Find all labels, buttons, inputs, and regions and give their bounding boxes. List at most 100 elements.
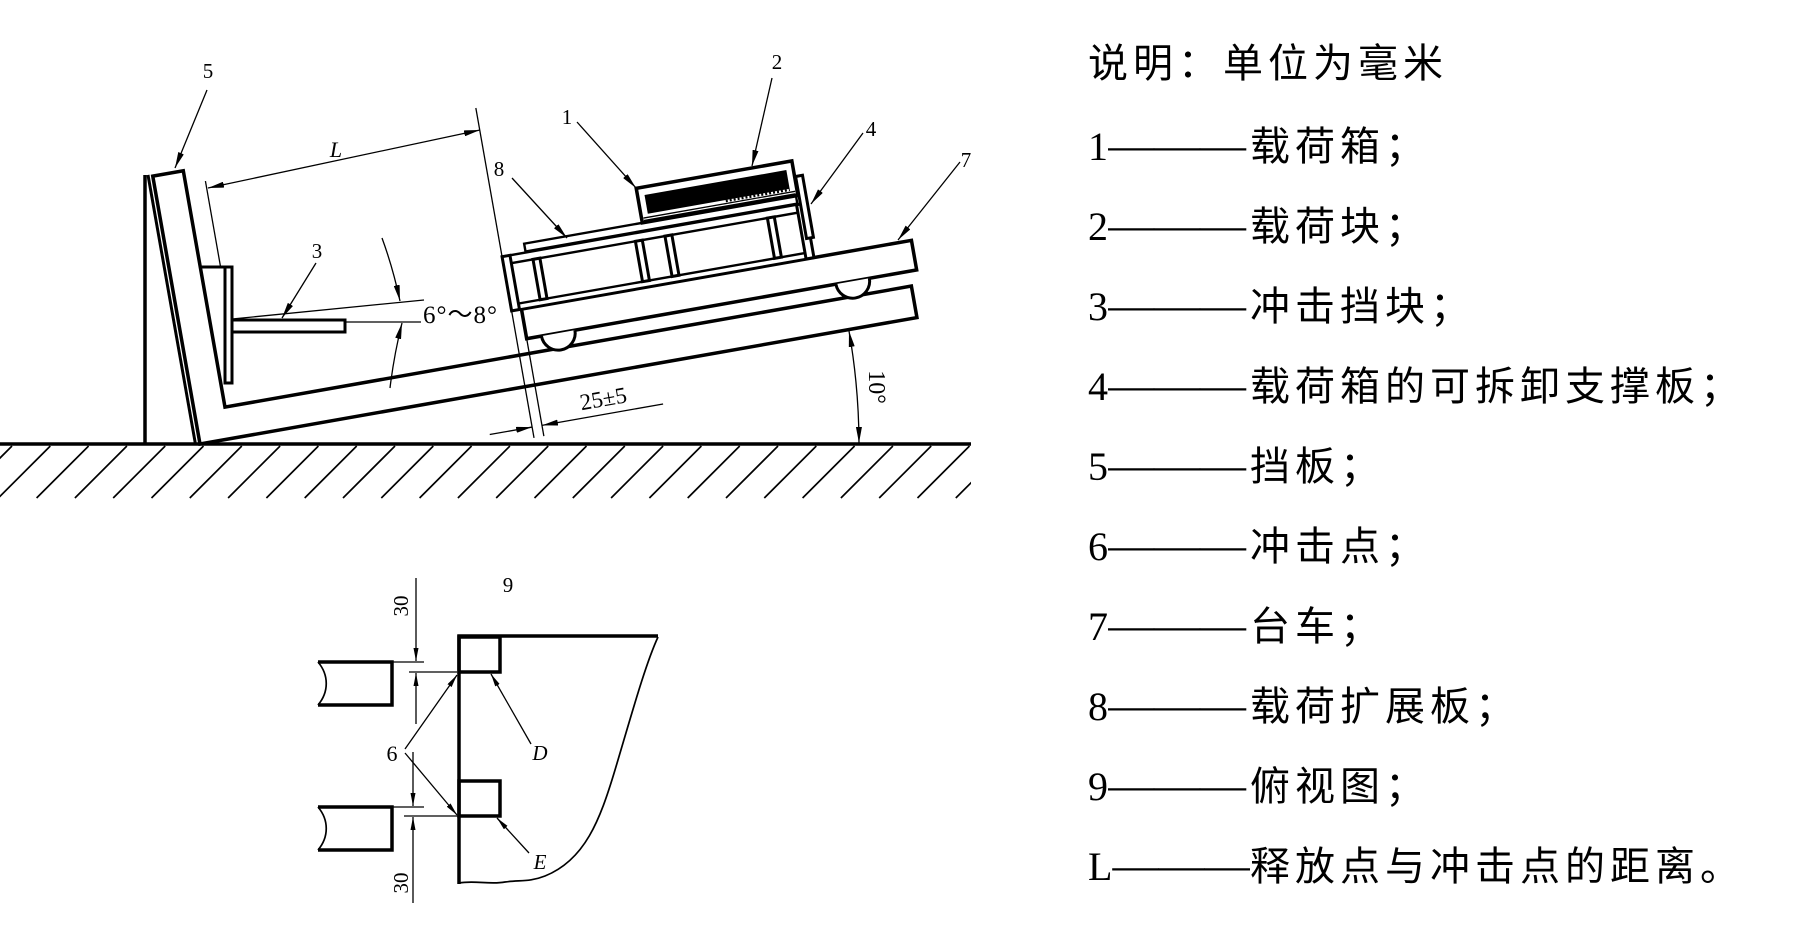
legend-item-text: 台车； [1250, 604, 1385, 649]
baffle-and-track [150, 168, 919, 447]
legend-item: 2——— 载荷块； [1088, 200, 1430, 250]
legend-item: 5——— 挡板； [1088, 440, 1385, 490]
legend-item-key: 1 [1088, 124, 1108, 169]
test-setup-drawing: 25±5 6°～8° L 10° 5 [0, 50, 1000, 903]
legend-item: 6——— 冲击点； [1088, 520, 1430, 570]
legend-item-key: 9 [1088, 764, 1108, 809]
corner-d-arrow [490, 673, 532, 745]
callout-trolley: 7 [961, 148, 972, 172]
hatch-line [112, 445, 166, 499]
legend-item-lead: 5——— [1088, 440, 1250, 492]
impact-block-top-view-upper [318, 660, 394, 707]
hatch-line [610, 445, 664, 499]
distance-dimension-line [207, 129, 481, 189]
leader-arrow [751, 77, 773, 167]
hatch-line [418, 445, 473, 499]
legend-item-lead: 6——— [1088, 520, 1250, 572]
load-box-inner-plate [643, 193, 796, 222]
legend-item-text: 挡板； [1250, 444, 1385, 489]
impact-point-arrow [404, 752, 458, 816]
hatch-line [648, 445, 703, 499]
legend-item-text: 冲击挡块； [1250, 284, 1475, 329]
ramp-angle-label: 10° [863, 370, 889, 404]
legend-item-separator: ——— [1108, 200, 1246, 250]
callout-load-extension-plate: 8 [494, 157, 505, 181]
frame-post [500, 253, 522, 313]
callout-load-box: 1 [562, 105, 573, 129]
callout-baffle: 5 [203, 59, 214, 83]
inclined-assembly: 25±5 [146, 107, 919, 447]
hatch-line [0, 445, 51, 498]
ramp-angle-arc [848, 330, 862, 444]
impact-point-extension-line [204, 180, 222, 267]
load-block-serration [725, 188, 791, 203]
support-plate [793, 173, 816, 241]
hatch-line [0, 445, 13, 460]
legend-item-key: 2 [1088, 204, 1108, 249]
hatch-line [955, 481, 971, 499]
angle-arrow-lower [389, 322, 403, 389]
legend-item-key: 5 [1088, 444, 1108, 489]
offset-bottom-label: 30 [389, 873, 413, 894]
part-callouts: 5 2 1 4 7 8 3 [174, 50, 972, 319]
frame-post [663, 233, 681, 279]
release-point-extension-line [475, 107, 503, 257]
callout-impact-block: 3 [312, 239, 323, 263]
legend-item: 3——— 冲击挡块； [1088, 280, 1475, 330]
legend-item-separator: ——— [1108, 440, 1246, 490]
legend-item-text: 释放点与冲击点的距离。 [1250, 844, 1745, 889]
legend-item-separator: ——— [1108, 680, 1246, 730]
hatch-line [74, 445, 128, 499]
legend-item-lead: L——— [1088, 840, 1250, 892]
impact-block [201, 265, 347, 385]
trolley-wheel-front [539, 329, 577, 352]
trolley-wheel-rear [834, 277, 872, 300]
distance-dimension: L [207, 129, 481, 189]
leader-arrow [897, 161, 961, 241]
legend-item-lead: 8——— [1088, 680, 1250, 732]
legend-item-lead: 2——— [1088, 200, 1250, 252]
callout-support-plate: 4 [866, 117, 877, 141]
hatch-line [801, 445, 856, 499]
legend-item-text: 载荷块； [1250, 204, 1430, 249]
side-view: 25±5 6°～8° L 10° 5 [0, 50, 1000, 499]
load-box-inner-plate [643, 190, 796, 219]
legend-item: 1——— 载荷箱； [1088, 120, 1430, 170]
distance-label: L [329, 137, 342, 162]
legend-item-lead: 4——— [1088, 360, 1250, 412]
leader-arrow [174, 89, 208, 169]
legend-item: 8——— 载荷扩展板； [1088, 680, 1520, 730]
release-point-extension-line-lower [510, 310, 535, 439]
legend-item-lead: 7——— [1088, 600, 1250, 652]
hatch-line [495, 445, 549, 499]
legend-item-separator: ——— [1108, 280, 1246, 330]
legend-item-separator: ——— [1108, 600, 1246, 650]
hatch-line [380, 445, 434, 499]
legend-item-separator: ——— [1108, 520, 1246, 570]
load-block [644, 170, 790, 214]
hatch-line [916, 445, 971, 499]
impact-block-top-view-lower [318, 805, 394, 852]
hatch-line [994, 446, 1000, 498]
hatch-line [35, 445, 90, 499]
legend-item: 7——— 台车； [1088, 600, 1385, 650]
trolley-front-extension-line [526, 338, 545, 437]
impact-points-label: 6 [387, 741, 398, 766]
corner-e-label: E [533, 850, 547, 874]
hatch-line [150, 445, 205, 499]
legend-item-text: 俯视图； [1250, 764, 1430, 809]
corner-e-block [457, 779, 502, 818]
legend-item-key: 8 [1088, 684, 1108, 729]
baffle-back-face [146, 174, 197, 445]
hatch-line [572, 445, 626, 499]
hatch-line [725, 445, 779, 499]
impact-point-arrow [404, 674, 458, 750]
legend-title: 说明：单位为毫米 [1088, 41, 1448, 86]
gap-dimension-label: 25±5 [578, 382, 629, 415]
hatch-line [763, 445, 817, 499]
hatch-line [265, 445, 320, 499]
top-view-label: 9 [503, 573, 514, 597]
corner-e-arrow [496, 817, 530, 854]
break-line [317, 806, 328, 851]
legend-item-lead: 9——— [1088, 760, 1250, 812]
